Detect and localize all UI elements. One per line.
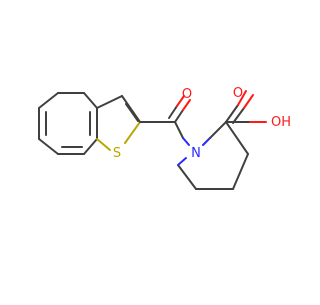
benzene-ring xyxy=(38,92,98,155)
nitrogen-label: N xyxy=(191,146,201,161)
acid-oxygen-label: O xyxy=(233,86,243,101)
thiophene-ring xyxy=(96,95,141,151)
sulfur-label: S xyxy=(113,146,121,161)
molecule-canvas: S N O O OH xyxy=(38,86,291,190)
carboxylic-acid-group xyxy=(225,90,267,124)
piperidine-ring xyxy=(177,121,249,190)
hydroxyl-label: OH xyxy=(271,115,291,130)
carbonyl-oxygen-label: O xyxy=(182,87,192,102)
molecule-structure: S N O O OH xyxy=(38,86,291,190)
carbonyl-group xyxy=(139,95,191,146)
